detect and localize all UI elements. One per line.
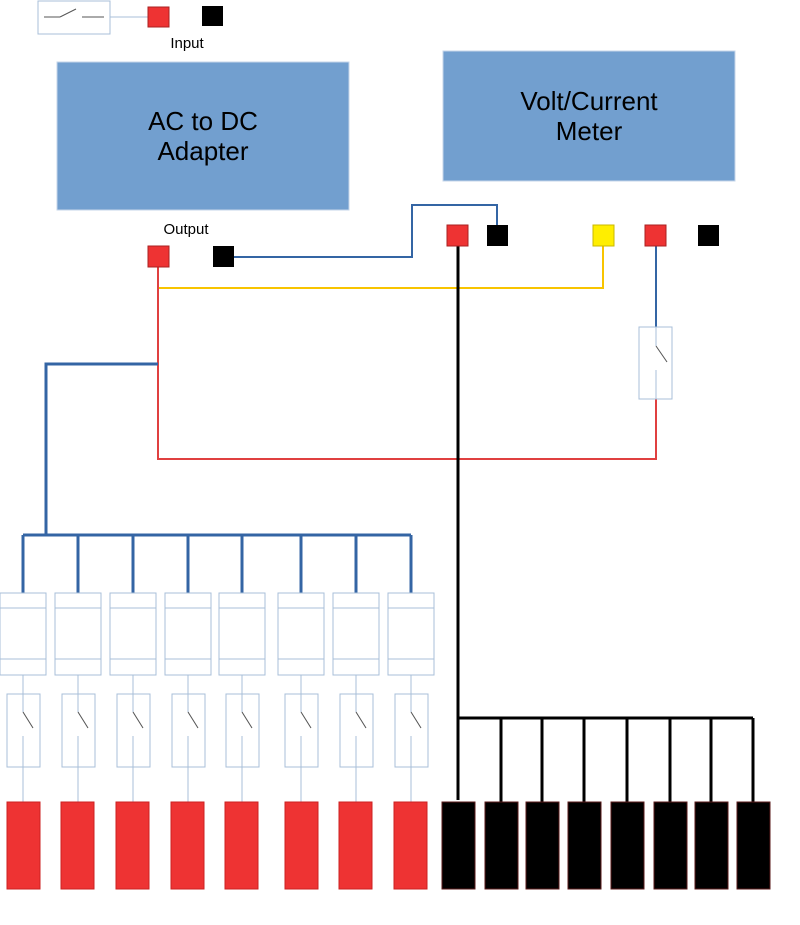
- fuse-holder: [387, 592, 435, 676]
- fuse-holder: [164, 592, 212, 676]
- channel-switch-blade: [355, 711, 367, 729]
- output-positive-terminal: [147, 245, 170, 268]
- fuse-holder: [54, 592, 102, 676]
- fuse-holder: [218, 592, 266, 676]
- fuse-holder: [332, 592, 380, 676]
- fuse-holder: [0, 592, 47, 676]
- red-output-terminal: [115, 801, 150, 890]
- channel-switch-blade: [241, 711, 253, 729]
- adapter-title-line2: Adapter: [157, 136, 248, 166]
- meter-title-line2: Meter: [556, 116, 623, 146]
- channel-switch-blade: [410, 711, 422, 729]
- channel-group: [0, 535, 771, 890]
- red-output-terminal: [338, 801, 373, 890]
- black-output-terminal: [653, 801, 688, 890]
- meter-terminal-black-1: [487, 225, 508, 246]
- meter-switch: [638, 326, 673, 400]
- output-label: Output: [163, 221, 209, 238]
- channel-switch-blade: [187, 711, 199, 729]
- meter-box: [442, 50, 736, 182]
- input-negative-terminal: [202, 6, 223, 26]
- black-output-terminal: [441, 801, 476, 890]
- black-output-terminal: [525, 801, 560, 890]
- black-output-terminal: [694, 801, 729, 890]
- red-output-terminal: [6, 801, 41, 890]
- positive-feed-wire: [44, 362, 158, 535]
- adapter-box: [56, 61, 350, 211]
- fuse-holder: [277, 592, 325, 676]
- black-output-terminal: [484, 801, 519, 890]
- red-output-terminal: [393, 801, 428, 890]
- meter-terminal-black-2: [698, 225, 719, 246]
- adapter-negative-to-meter-wire: [234, 204, 498, 258]
- input-positive-terminal: [147, 6, 170, 28]
- channel-switch-blade: [300, 711, 312, 729]
- meter-terminal-red-1: [446, 224, 469, 247]
- meter-terminal-yellow: [592, 224, 615, 247]
- red-output-terminal: [60, 801, 95, 890]
- channel-switch-blade: [77, 711, 89, 729]
- output-negative-terminal: [213, 246, 234, 267]
- red-output-terminal: [284, 801, 319, 890]
- red-output-terminal: [170, 801, 205, 890]
- black-output-terminal: [610, 801, 645, 890]
- black-output-terminal: [736, 801, 771, 890]
- meter-title-line1: Volt/Current: [520, 86, 658, 116]
- red-output-terminal: [224, 801, 259, 890]
- channel-switch-blade: [132, 711, 144, 729]
- meter-terminal-red-2: [644, 224, 667, 247]
- channel-switch-blade: [22, 711, 34, 729]
- fuse-holder: [109, 592, 157, 676]
- black-output-terminal: [567, 801, 602, 890]
- positive-loop-wire: [157, 267, 657, 460]
- input-label: Input: [170, 35, 204, 52]
- adapter-title-line1: AC to DC: [148, 106, 258, 136]
- input-switch: [37, 0, 111, 35]
- sense-wire: [158, 246, 604, 289]
